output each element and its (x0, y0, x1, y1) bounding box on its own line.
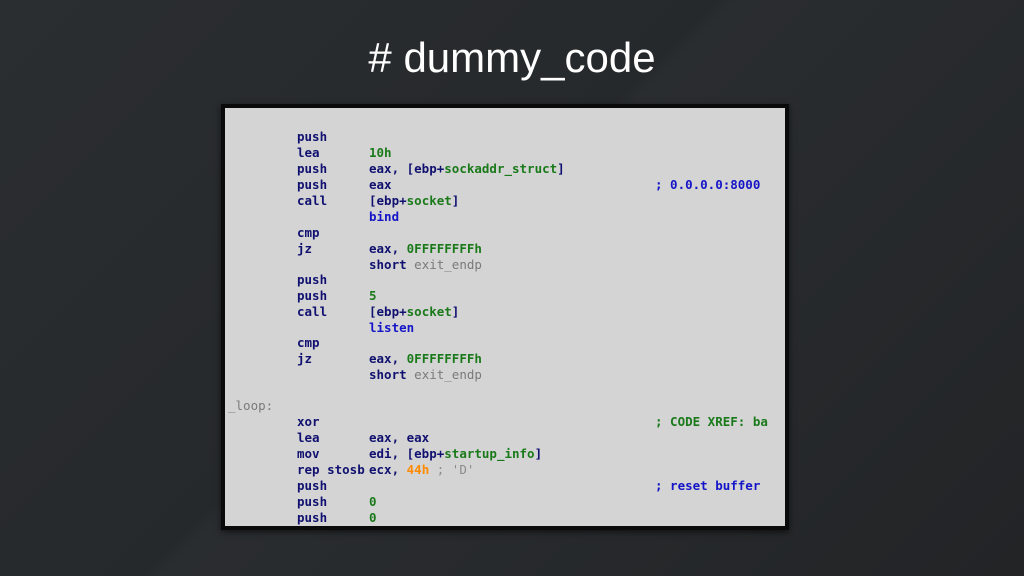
code-line: push [ebp+socket] (225, 161, 785, 208)
disassembly-screenshot-frame: push 10h lea eax, [ebp+sockaddr_struct] … (221, 104, 789, 530)
operand: eax, 0FFFFFFFFh (369, 241, 482, 256)
mnemonic: push (297, 478, 328, 493)
code-line: push 0 (225, 478, 785, 525)
function-name: bind (369, 209, 400, 224)
mnemonic: mov (297, 446, 320, 461)
code-line: lea edi, [ebp+startup_info] (225, 414, 785, 461)
mnemonic: lea (297, 430, 320, 445)
operand: edi, [ebp+startup_info] (369, 446, 543, 461)
code-line: push [ebp+socket] (225, 494, 785, 525)
mnemonic: push (297, 510, 328, 525)
code-line: push 0 (225, 462, 785, 509)
operand: eax, [ebp+sockaddr_struct] (369, 161, 565, 176)
code-line: rep stosb ; reset buffer (225, 446, 785, 493)
operand: [ebp+socket] (369, 304, 460, 319)
code-line: push [ebp+socket] (225, 272, 785, 319)
code-line: mov ecx, 44h ; 'D' (225, 430, 785, 477)
slide-title: # dummy_code (368, 34, 656, 81)
code-line: push 5 (225, 256, 785, 303)
code-line: cmp eax, 0FFFFFFFFh (225, 319, 785, 366)
mnemonic: rep stosb (297, 462, 365, 477)
mnemonic: call (297, 304, 328, 319)
mnemonic: push (297, 129, 328, 144)
code-line: call bind (225, 177, 785, 224)
function-name: listen (369, 320, 415, 335)
code-line: _loop: ; CODE XREF: ba (225, 382, 785, 429)
operand: [ebp+socket] (369, 193, 460, 208)
code-line: jz short exit_endp (225, 335, 785, 382)
operand: short exit_endp (369, 367, 482, 382)
mnemonic: jz (297, 351, 313, 366)
operand: 0 (369, 494, 377, 509)
code-line: jz short exit_endp (225, 225, 785, 272)
code-line: lea eax, [ebp+sockaddr_struct] ; 0.0.0.0… (225, 129, 785, 192)
mnemonic: call (297, 193, 328, 208)
code-comment: ; 0.0.0.0:8000 (655, 177, 761, 192)
code-line: call accept (225, 510, 785, 526)
operand: 0 (369, 510, 377, 525)
mnemonic: push (297, 494, 328, 509)
mnemonic: lea (297, 145, 320, 160)
mnemonic: push (297, 288, 328, 303)
mnemonic: push (297, 161, 328, 176)
code-line: push eax (225, 145, 785, 192)
code-line: call listen (225, 288, 785, 335)
code-line: push 10h (225, 113, 785, 160)
mnemonic: cmp (297, 335, 320, 350)
operand: ecx, 44h ; 'D' (369, 462, 475, 477)
mnemonic: cmp (297, 225, 320, 240)
code-line: xor eax, eax (225, 398, 785, 445)
disassembly-listing: push 10h lea eax, [ebp+sockaddr_struct] … (225, 108, 785, 526)
operand: short exit_endp (369, 257, 482, 272)
mnemonic: jz (297, 241, 313, 256)
operand: eax (369, 177, 392, 192)
mnemonic: push (297, 177, 328, 192)
operand: eax, eax (369, 430, 430, 445)
mnemonic: xor (297, 414, 320, 429)
operand: eax, 0FFFFFFFFh (369, 351, 482, 366)
code-label: _loop: (228, 398, 274, 413)
operand: 10h (369, 145, 392, 160)
code-line: cmp eax, 0FFFFFFFFh (225, 209, 785, 256)
code-comment: ; CODE XREF: ba (655, 414, 768, 429)
operand: 5 (369, 288, 377, 303)
mnemonic: push (297, 272, 328, 287)
code-comment: ; reset buffer (655, 478, 761, 493)
